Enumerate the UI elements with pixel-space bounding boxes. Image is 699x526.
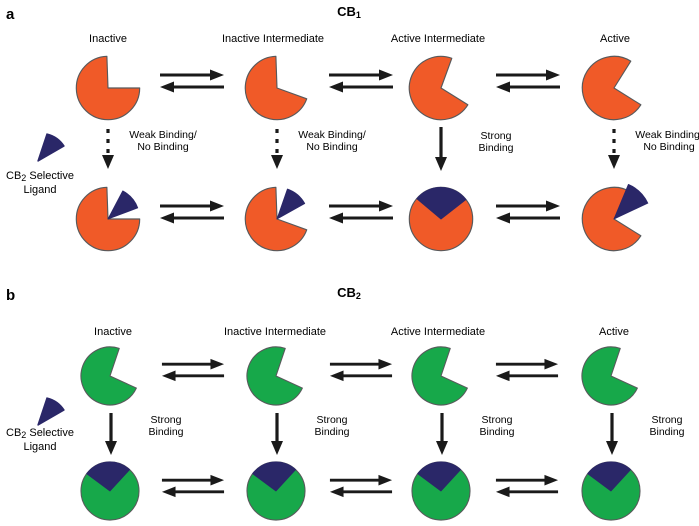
ligand-label-b-post: Selective (26, 427, 74, 439)
binding-label-a-3-line1: Weak Binding/ (635, 129, 699, 141)
panel-b-title-text: CB (337, 285, 356, 300)
panel-a-title-subscript: 1 (355, 10, 361, 20)
ligand-wedge-icon-a (37, 133, 65, 162)
binding-label-b-3-line1: Strong (651, 414, 683, 426)
ligand-wedge-icon-b (37, 397, 65, 426)
equilibrium-arrows-a-bottom-1 (329, 200, 393, 224)
receptor-a-bottom-1 (244, 186, 308, 252)
state-label-a-3: Active (600, 33, 630, 45)
panel-a-title-text: CB (337, 4, 356, 19)
binding-label-b-3-line2: Binding (649, 425, 685, 438)
receptor-a-bottom-0 (75, 186, 141, 252)
binding-label-a-1-line2: No Binding (306, 140, 358, 153)
dashed-down-arrow-a-0 (102, 129, 114, 169)
equilibrium-arrows-a-top-0 (160, 69, 224, 93)
ligand-label-a-sub: 2 (21, 173, 27, 183)
panel-a: a CB1 Inactive Inactive Intermediate Act… (0, 4, 699, 252)
equilibrium-arrows-b-bottom-0 (161, 474, 225, 498)
receptor-a-top-2 (408, 55, 469, 121)
state-label-a-2: Active Intermediate (390, 33, 486, 45)
equilibrium-arrows-b-top-0 (161, 358, 225, 382)
equilibrium-arrows-b-top-1 (329, 358, 393, 382)
panel-b-letter: b (6, 287, 16, 304)
receptor-b-top-0 (80, 346, 137, 406)
binding-label-b-3: Strong Binding (622, 414, 699, 438)
equilibrium-arrows-a-bottom-0 (160, 200, 224, 224)
ligand-label-a-post: Selective (26, 170, 74, 182)
binding-label-a-2-line2: Binding (478, 141, 514, 154)
panel-a-title: CB1 (289, 4, 409, 20)
receptor-b-bottom-1 (246, 461, 306, 521)
panel-b-title-subscript: 2 (355, 291, 361, 301)
ligand-label-a-line2: Ligand (23, 184, 57, 196)
binding-label-b-2-line1: Strong (481, 414, 513, 426)
down-arrow-b-2 (436, 413, 448, 455)
receptor-b-top-3 (581, 346, 638, 406)
binding-label-a-0-line1: Weak Binding/ (129, 129, 197, 141)
binding-label-a-3-line2: No Binding (643, 140, 695, 153)
binding-label-a-0-line2: No Binding (137, 140, 189, 153)
ligand-label-a-pre: CB (6, 170, 22, 182)
binding-label-b-1-line1: Strong (316, 414, 348, 426)
binding-label-a-2-line1: Strong (480, 130, 512, 142)
ligand-label-b-pre: CB (6, 427, 22, 439)
binding-label-a-2: Strong Binding (451, 130, 541, 154)
binding-label-a-1-line1: Weak Binding/ (298, 129, 366, 141)
down-arrow-b-0 (105, 413, 117, 455)
receptor-a-top-3 (581, 55, 642, 121)
receptor-b-bottom-3 (581, 461, 641, 521)
receptor-a-top-1 (244, 55, 308, 121)
binding-label-a-3: Weak Binding/ No Binding (624, 129, 699, 153)
binding-label-b-0-line1: Strong (150, 414, 182, 426)
equilibrium-arrows-b-bottom-1 (329, 474, 393, 498)
state-label-a-1: Inactive Intermediate (221, 33, 325, 45)
down-arrow-b-1 (271, 413, 283, 455)
equilibrium-arrows-a-top-1 (329, 69, 393, 93)
binding-label-b-0-line2: Binding (148, 425, 184, 438)
ligand-label-b-sub: 2 (21, 430, 27, 440)
down-arrow-a-2 (435, 127, 447, 171)
binding-label-b-2-line2: Binding (479, 425, 515, 438)
dashed-down-arrow-a-3 (608, 129, 620, 169)
binding-label-b-1: Strong Binding (287, 414, 377, 438)
panel-b-title: CB2 (289, 285, 409, 301)
state-label-b-0: Inactive (94, 326, 132, 338)
receptor-b-bottom-2 (411, 461, 471, 521)
ligand-label-b-line2: Ligand (23, 441, 57, 453)
binding-label-b-1-line2: Binding (314, 425, 350, 438)
state-label-b-3: Active (599, 326, 629, 338)
receptor-a-bottom-2 (408, 186, 474, 252)
receptor-a-top-0 (75, 55, 141, 121)
panel-b: b CB2 Inactive Inactive Intermediate Act… (0, 275, 699, 526)
binding-label-b-2: Strong Binding (452, 414, 542, 438)
equilibrium-arrows-b-top-2 (495, 358, 559, 382)
ligand-label-a: CB2 Selective Ligand (0, 170, 84, 196)
receptor-a-bottom-3 (581, 184, 649, 252)
receptor-b-bottom-0 (80, 461, 140, 521)
panel-a-letter: a (6, 6, 15, 23)
binding-label-a-0: Weak Binding/ No Binding (118, 129, 208, 153)
receptor-b-top-1 (246, 346, 303, 406)
down-arrow-b-3 (606, 413, 618, 455)
binding-label-a-1: Weak Binding/ No Binding (287, 129, 377, 153)
ligand-label-b: CB2 Selective Ligand (0, 427, 84, 453)
dashed-down-arrow-a-1 (271, 129, 283, 169)
receptor-b-top-2 (411, 346, 468, 406)
state-label-b-2: Active Intermediate (390, 326, 486, 338)
equilibrium-arrows-a-top-2 (496, 69, 560, 93)
equilibrium-arrows-a-bottom-2 (496, 200, 560, 224)
binding-label-b-0: Strong Binding (121, 414, 211, 438)
state-label-a-0: Inactive (89, 33, 127, 45)
state-label-b-1: Inactive Intermediate (223, 326, 327, 338)
equilibrium-arrows-b-bottom-2 (495, 474, 559, 498)
